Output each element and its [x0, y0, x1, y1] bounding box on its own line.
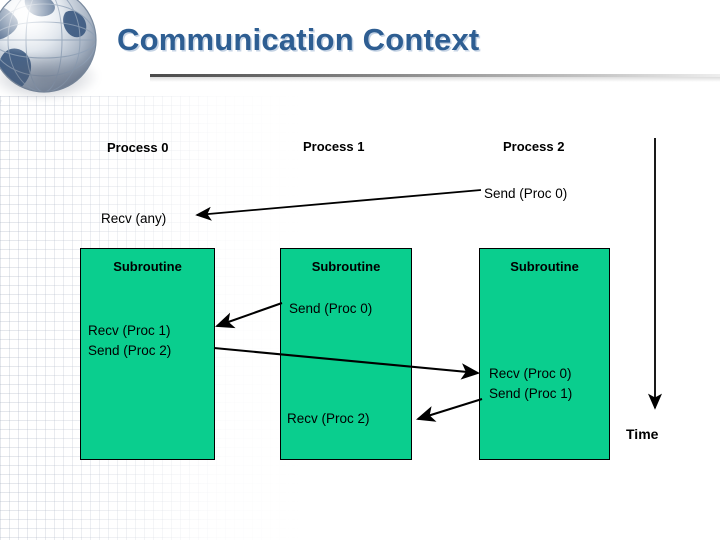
msg-arrow-send-proc0-to-recv-any: [195, 189, 482, 221]
globe-icon: [0, 0, 114, 116]
label-box0-recv-proc1: Recv (Proc 1): [88, 323, 171, 338]
process-header-2: Process 2: [503, 139, 565, 154]
time-axis-label: Time: [626, 426, 659, 442]
subroutine-box-2-title: Subroutine: [510, 259, 579, 274]
process-header-1: Process 1: [303, 139, 365, 154]
header-divider-shadow: [150, 77, 720, 82]
label-box2-send-proc1: Send (Proc 1): [489, 386, 573, 401]
label-box2-recv-proc0: Recv (Proc 0): [489, 366, 572, 381]
subroutine-box-process-0: Subroutine: [80, 248, 215, 460]
globe-shadow: [0, 56, 100, 102]
subroutine-box-0-title: Subroutine: [113, 259, 182, 274]
subroutine-box-process-2: Subroutine: [479, 248, 610, 460]
subroutine-box-1-title: Subroutine: [311, 259, 381, 274]
msg-arrow-send-proc1-to-recv-proc2: [415, 397, 483, 422]
globe-icon-svg: [0, 0, 97, 93]
label-box1-send-proc0: Send (Proc 0): [289, 301, 373, 316]
page-title: Communication Context: [117, 22, 480, 57]
process-header-0: Process 0: [107, 140, 169, 155]
label-box1-recv-proc2: Recv (Proc 2): [287, 411, 370, 426]
label-proc0-recv-any: Recv (any): [101, 211, 167, 226]
msg-arrow-send-proc0-to-recv-proc1: [215, 302, 283, 329]
header-divider: [150, 74, 720, 77]
label-box0-send-proc2: Send (Proc 2): [88, 343, 172, 358]
label-proc2-send-proc0: Send (Proc 0): [484, 186, 568, 201]
